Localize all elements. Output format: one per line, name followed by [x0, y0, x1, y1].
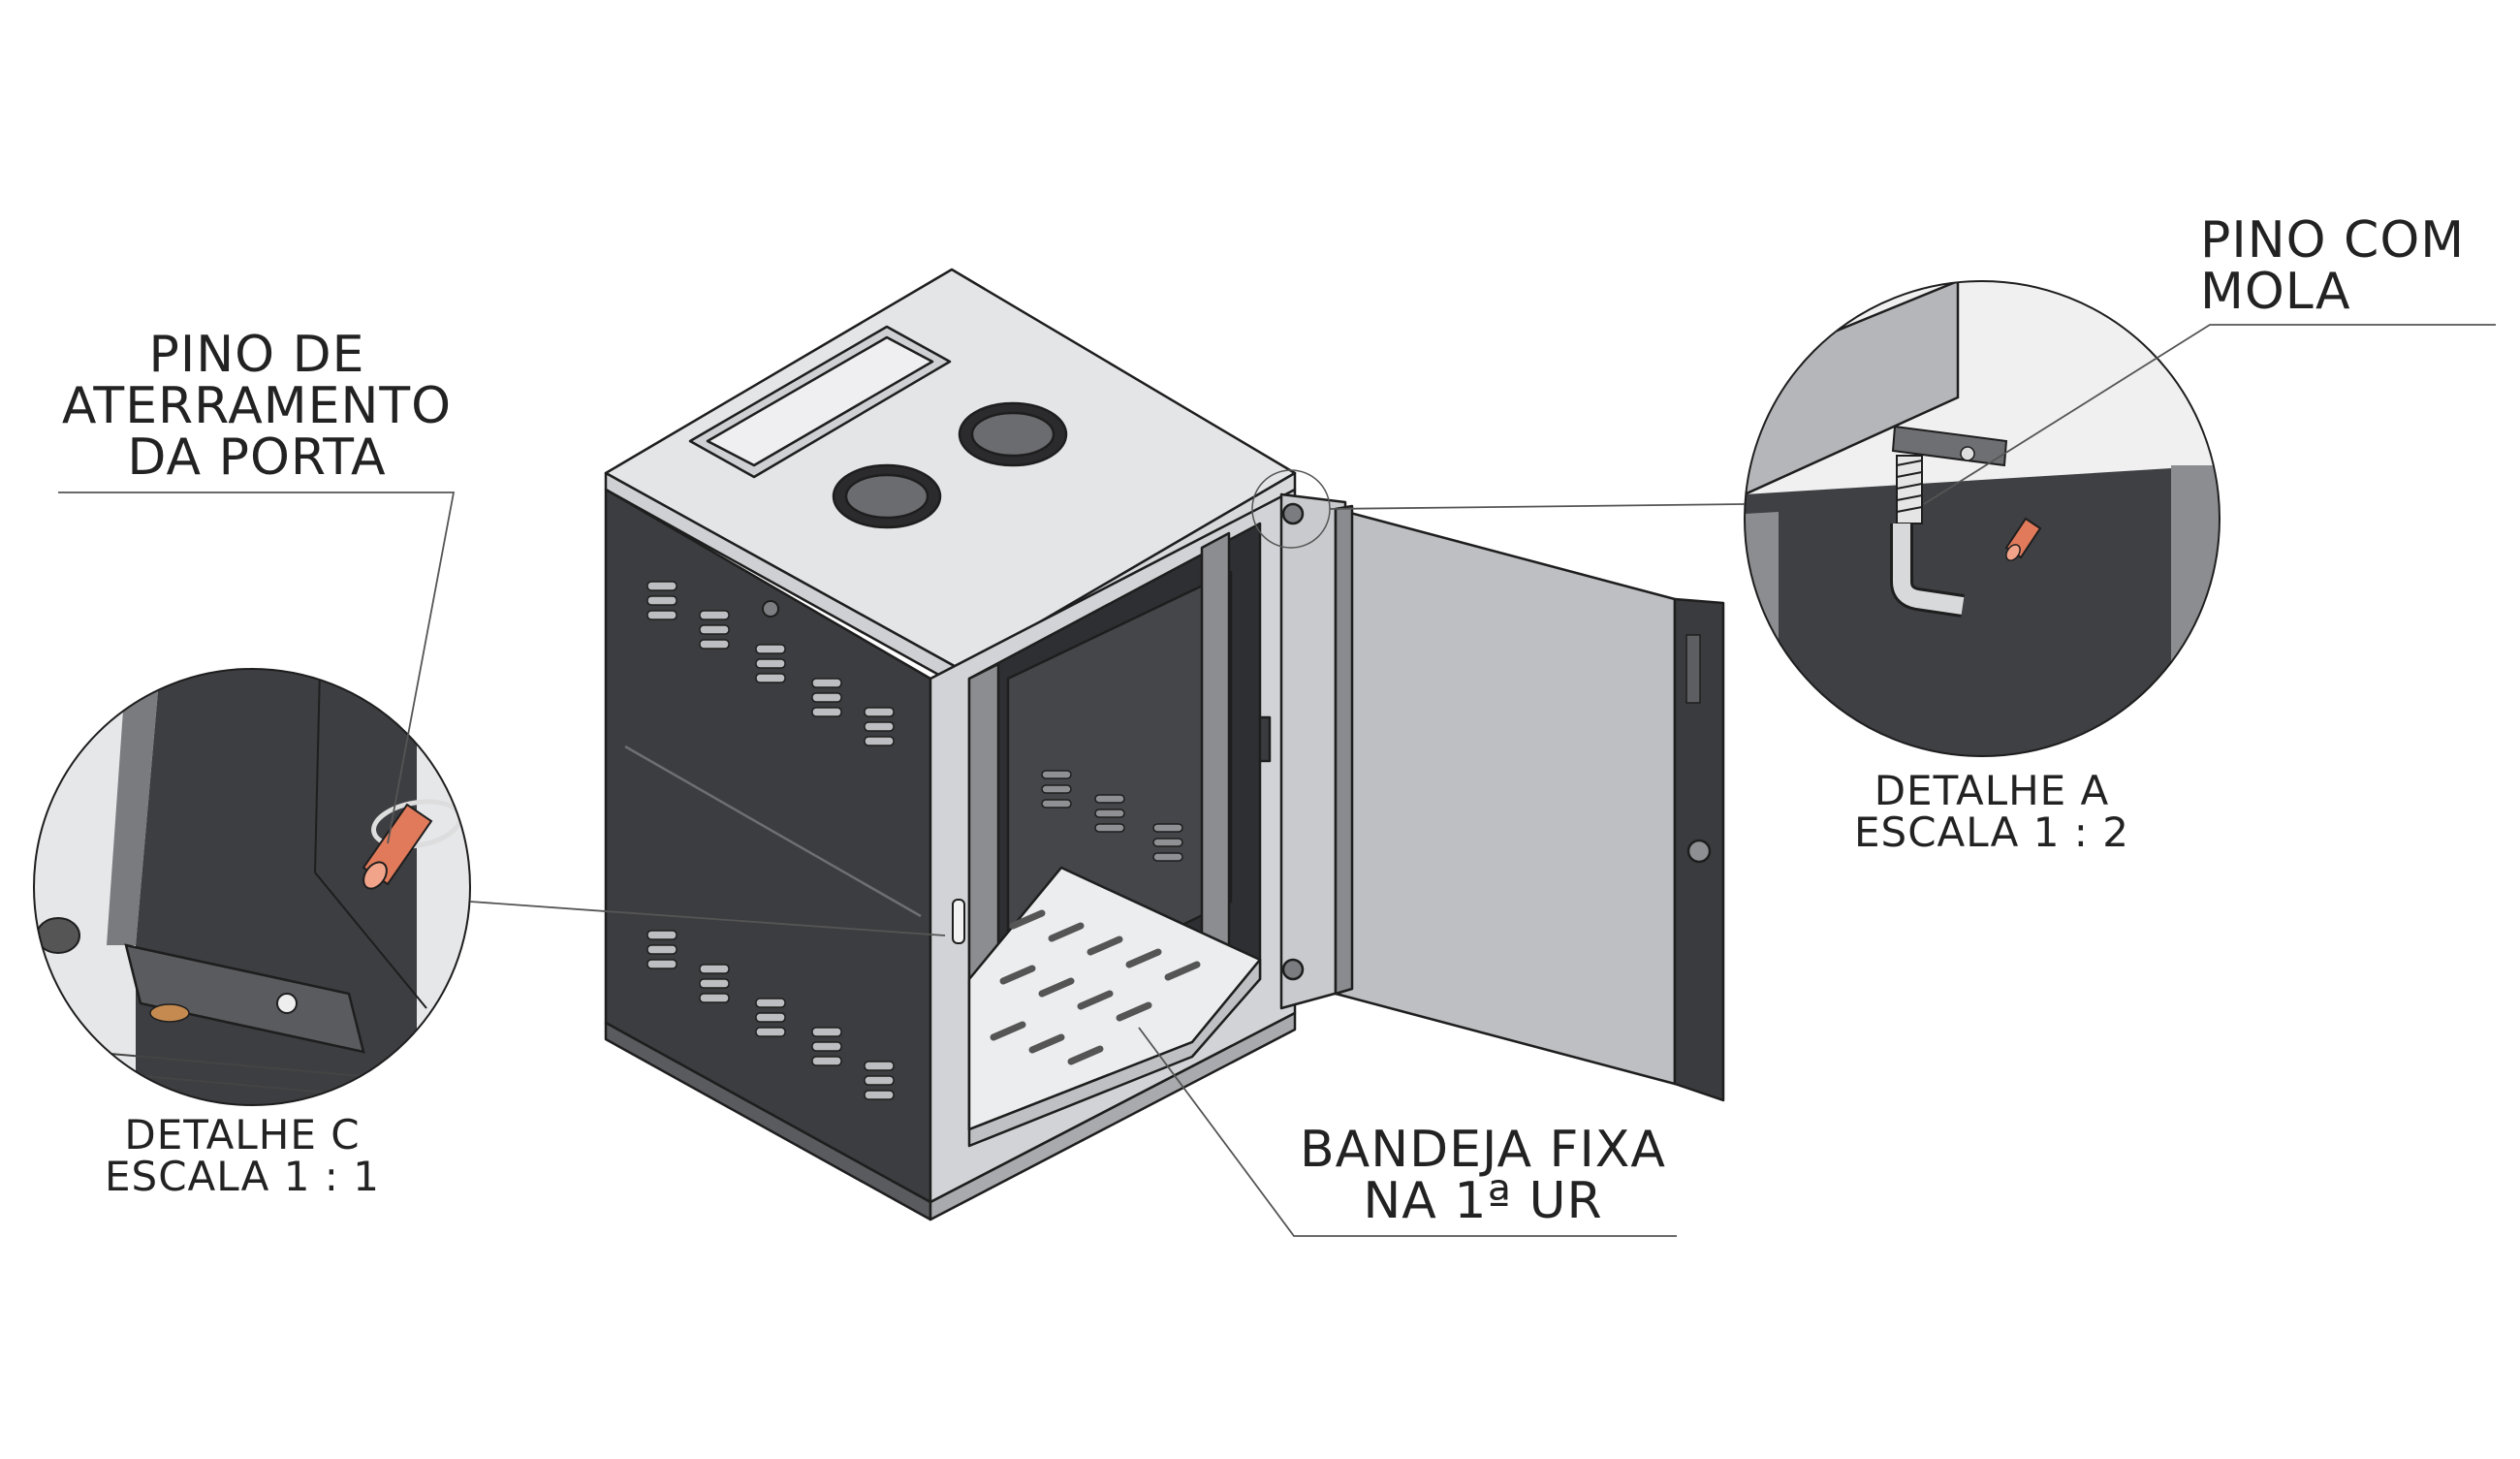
rack-cabinet	[604, 268, 1297, 1221]
label-line: ATERRAMENTO	[61, 377, 453, 436]
side-vents	[646, 581, 895, 1100]
label-pino-aterramento: PINO DE ATERRAMENTO DA PORTA	[58, 326, 456, 488]
label-line: PINO COM	[2200, 211, 2466, 270]
label-line: BANDEJA FIXA	[1299, 1121, 1666, 1179]
label-line: ESCALA 1 : 1	[105, 1152, 380, 1200]
label-detalhe-a: DETALHE A ESCALA 1 : 2	[1822, 767, 2161, 856]
grounding-pin-icon	[362, 799, 462, 890]
label-line: DA PORTA	[127, 428, 387, 488]
leader-lines	[58, 324, 2496, 1237]
label-pino-mola: PINO COM MOLA	[2200, 211, 2515, 322]
frame-handle	[952, 899, 965, 944]
fan-icon	[958, 401, 1068, 467]
pin-icon	[2004, 517, 2042, 561]
label-line: MOLA	[2200, 263, 2351, 322]
door-glass	[1334, 507, 1677, 1086]
label-line: ESCALA 1 : 2	[1854, 808, 2129, 856]
detail-c-view	[33, 668, 471, 1106]
tray-slots	[990, 909, 1201, 1065]
label-detalhe-c: DETALHE C ESCALA 1 : 1	[73, 1111, 412, 1200]
fan-icon	[832, 463, 942, 529]
label-bandeja: BANDEJA FIXA NA 1ª UR	[1279, 1121, 1686, 1231]
door-lock-icon	[1686, 839, 1712, 864]
spring-pin-icon	[1890, 455, 1965, 618]
label-line: DETALHE C	[124, 1111, 361, 1158]
detail-a-view	[1251, 280, 2221, 757]
side-lock-icon	[762, 600, 779, 618]
label-line: DETALHE A	[1874, 767, 2110, 814]
label-line: PINO DE	[148, 326, 365, 384]
rack-door	[1258, 492, 1725, 1102]
label-line: NA 1ª UR	[1363, 1172, 1603, 1231]
